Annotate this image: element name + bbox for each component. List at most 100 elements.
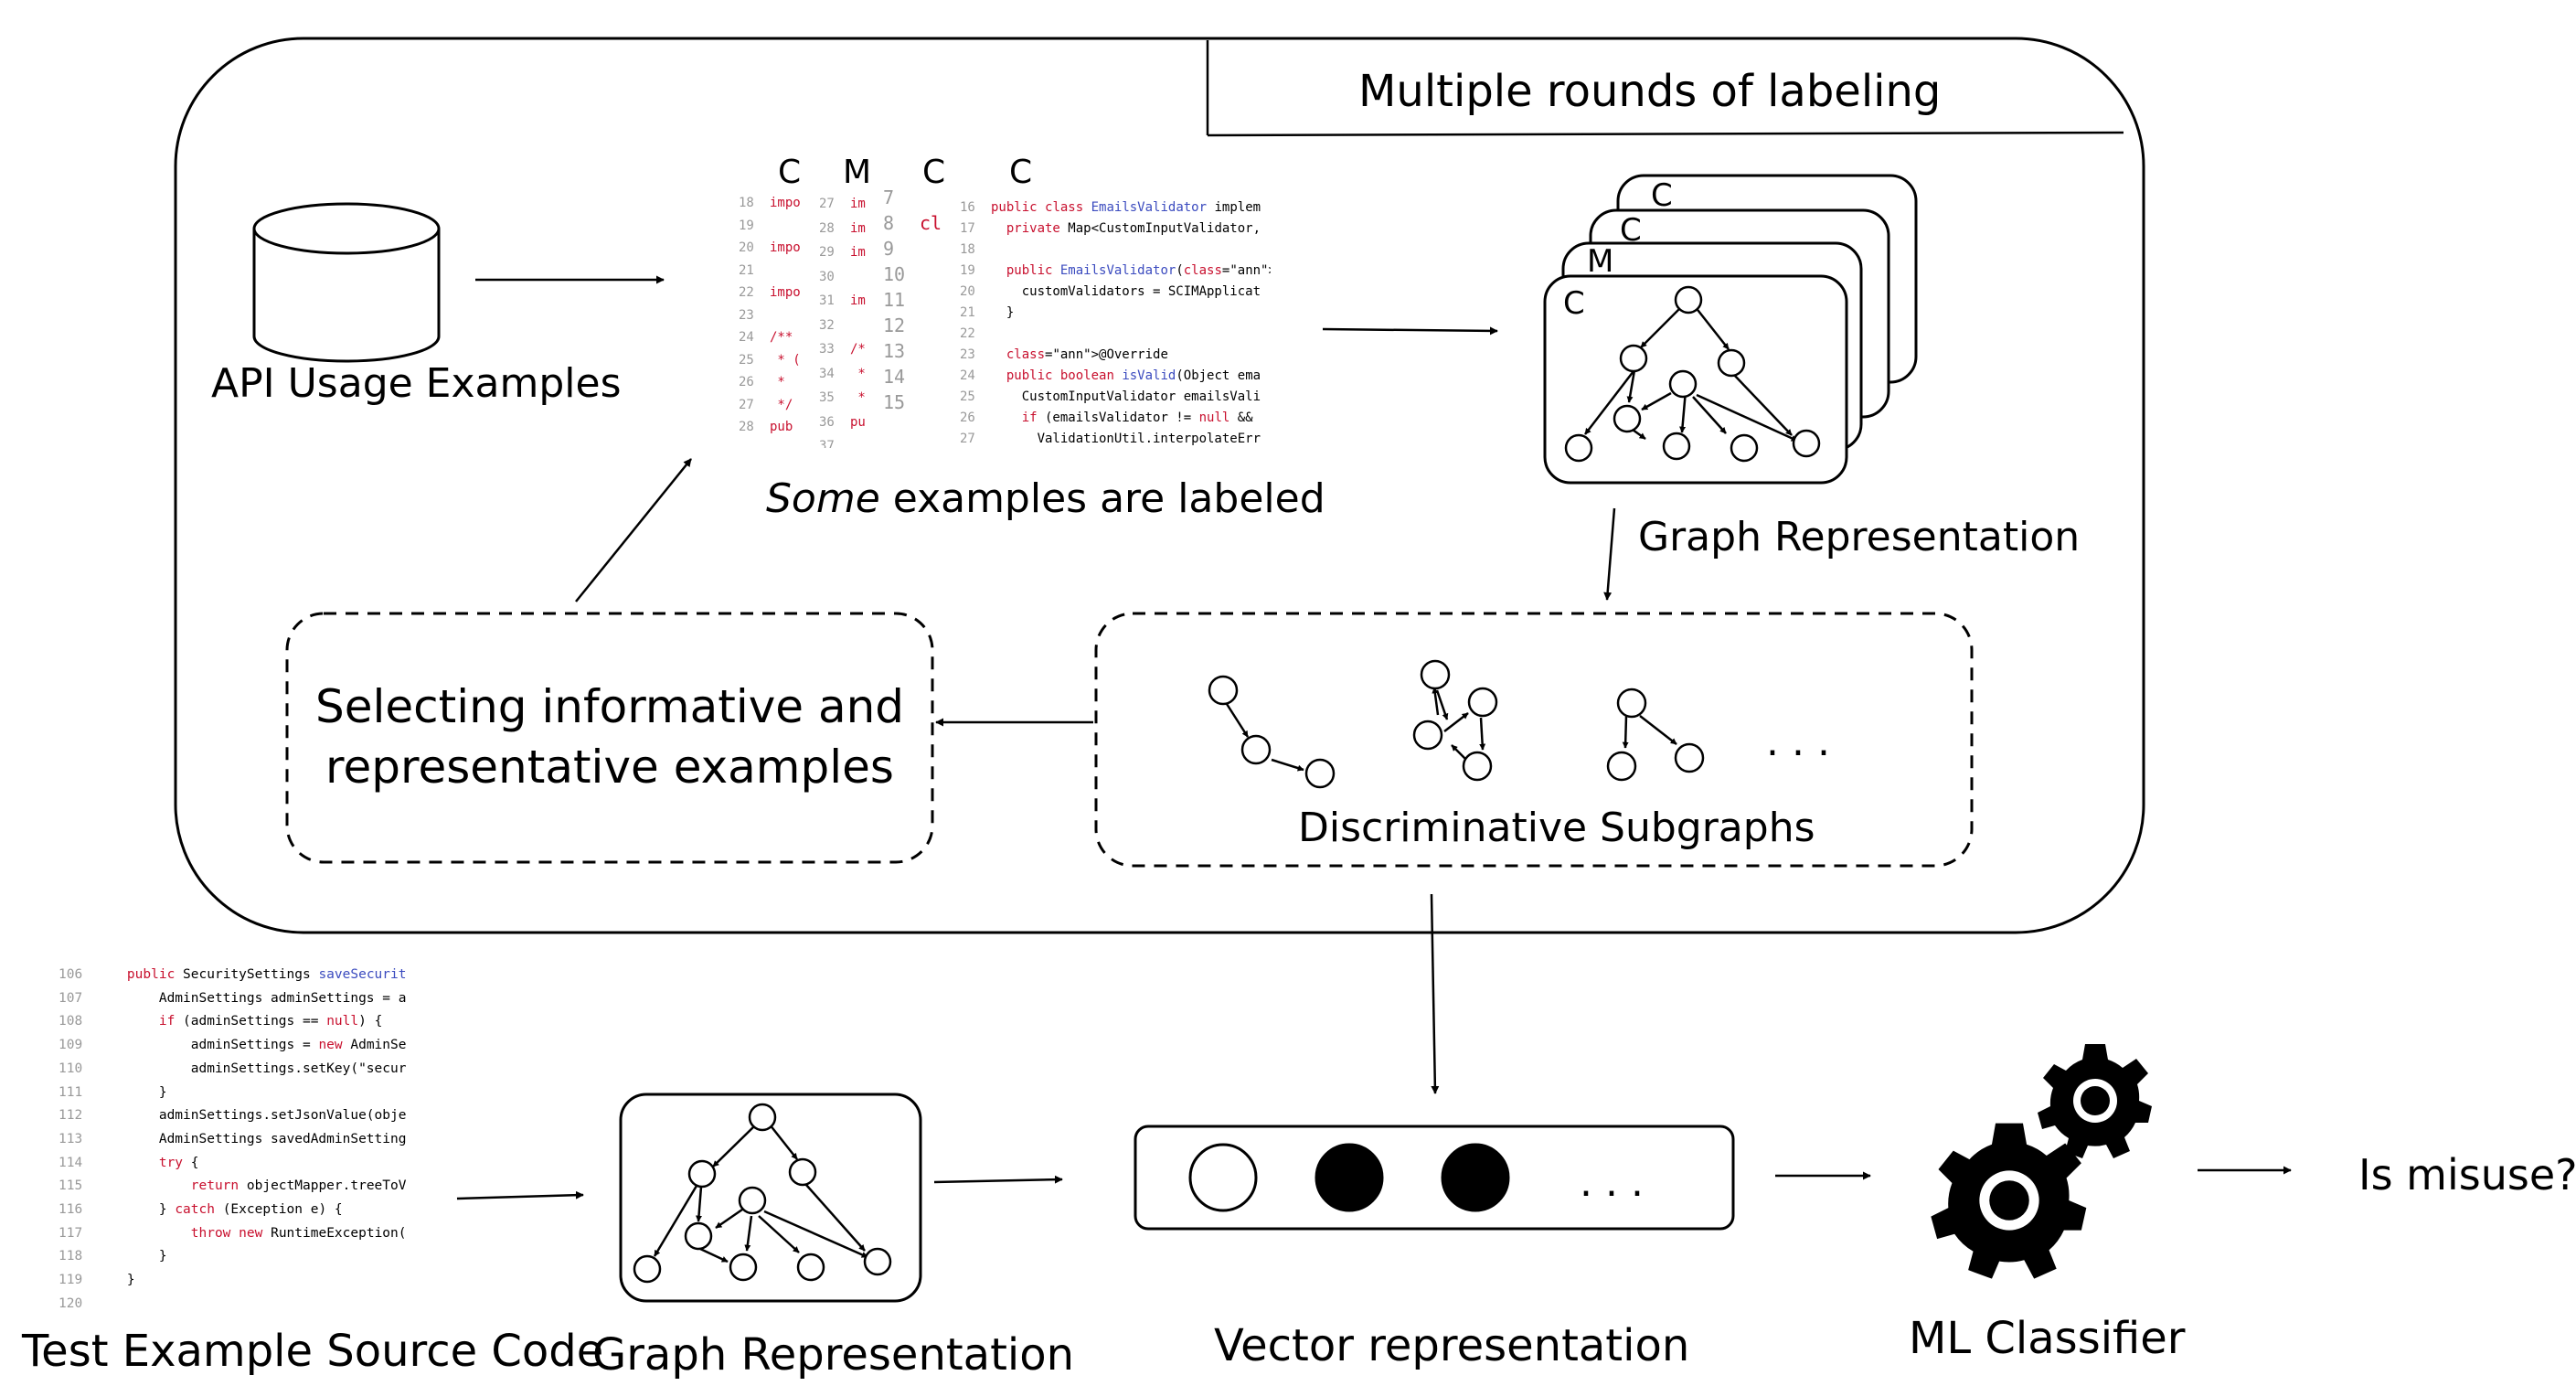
line-number: 35 xyxy=(819,390,835,405)
line-number: 114 xyxy=(59,1155,83,1170)
line-number: 25 xyxy=(960,389,975,404)
code-text: CustomInputValidator emailsVali xyxy=(991,389,1261,404)
code-text: */ xyxy=(770,397,793,412)
code-text: /* xyxy=(850,342,866,357)
arrow-selecting-to-code xyxy=(575,458,692,602)
line-number: 17 xyxy=(960,221,975,236)
line-number: 13 xyxy=(883,340,906,362)
line-number: 110 xyxy=(59,1061,83,1076)
code-line: 20 customValidators = SCIMApplicat xyxy=(960,282,1271,303)
code-text: public boolean isValid(Object ema xyxy=(1006,368,1261,383)
code-line: 21 } xyxy=(960,303,1271,324)
code-text: public SecuritySettings saveSecurit xyxy=(126,967,407,982)
line-number: 118 xyxy=(59,1249,83,1264)
code-text: * xyxy=(850,366,866,381)
code-line: 24 public boolean isValid(Object ema xyxy=(960,366,1271,387)
arrow-code-to-graphs xyxy=(1322,326,1498,336)
vector-cell-empty xyxy=(1188,1143,1258,1212)
line-number: 120 xyxy=(59,1295,83,1311)
line-number: 12 xyxy=(883,315,906,336)
line-number: 112 xyxy=(59,1108,83,1124)
code-line: 19 xyxy=(739,215,830,238)
code-line: 119 } xyxy=(59,1269,442,1293)
line-number: 113 xyxy=(59,1131,83,1146)
code-text: im xyxy=(850,293,866,308)
code-line: 33/* xyxy=(819,337,910,362)
code-line: 37 xyxy=(819,434,910,448)
code-line: 13 xyxy=(883,338,956,364)
code-label-4: C xyxy=(1009,154,1033,191)
code-text: throw new RuntimeException( xyxy=(190,1225,407,1241)
code-line: 23 class="ann">@Override xyxy=(960,345,1271,366)
labeling-loop-region xyxy=(174,37,2145,934)
code-line: 24/** xyxy=(739,326,830,349)
stack-label-1: C xyxy=(1651,177,1673,214)
subgraphs-box xyxy=(1094,612,1974,868)
round-title: Multiple rounds of labeling xyxy=(1358,66,1942,117)
code-line: 26 if (emailsValidator != null && xyxy=(960,408,1271,429)
code-text: customValidators = SCIMApplicat xyxy=(991,284,1261,299)
stack-label-4: C xyxy=(1563,285,1585,322)
code-label-2: M xyxy=(843,154,872,191)
code-line: 111 } xyxy=(59,1082,442,1105)
code-line: 22 xyxy=(960,324,1271,345)
code-line: 118 } xyxy=(59,1245,442,1269)
code-line: 35 * xyxy=(819,386,910,410)
line-number: 26 xyxy=(960,410,975,425)
code-line: 25 * ( xyxy=(739,349,830,372)
code-text: } xyxy=(95,1273,135,1288)
code-text: AdminSettings savedAdminSetting xyxy=(95,1131,407,1146)
code-line: 32 xyxy=(819,314,910,338)
code-text: return objectMapper.treeToV xyxy=(190,1178,407,1194)
code-line: 18 xyxy=(960,240,1271,261)
selecting-box xyxy=(285,612,934,864)
code-text: } xyxy=(991,305,1015,320)
result-label: Is misuse? xyxy=(2358,1150,2576,1199)
line-number: 23 xyxy=(960,347,975,362)
code-line: 14 xyxy=(883,364,956,389)
graph-card-stack xyxy=(1543,174,1918,485)
line-number: 19 xyxy=(739,218,754,233)
code-line: 17 private Map<CustomInputValidator, xyxy=(960,219,1271,240)
code-text: adminSettings = new AdminSe xyxy=(95,1038,407,1053)
code-line: 34 * xyxy=(819,362,910,387)
labeled-caption-rest: examples are labeled xyxy=(879,475,1325,522)
line-number: 27 xyxy=(960,432,975,446)
code-line: 109 adminSettings = new AdminSe xyxy=(59,1034,442,1058)
test-source-label: Test Example Source Code xyxy=(22,1326,604,1377)
code-text: AdminSettings adminSettings = a xyxy=(95,990,407,1006)
line-number: 18 xyxy=(739,196,754,210)
subgraph-1 xyxy=(1208,675,1336,789)
code-text: impo xyxy=(770,240,801,255)
line-number: 37 xyxy=(819,439,835,448)
gear-icon-small xyxy=(2038,1044,2152,1158)
line-number: 14 xyxy=(883,366,906,388)
vector-cell-filled xyxy=(1315,1143,1384,1212)
line-number: 31 xyxy=(819,293,835,308)
code-text: if (emailsValidator != null && xyxy=(1021,410,1253,425)
code-text: cl xyxy=(920,212,942,234)
code-line: 107 AdminSettings adminSettings = a xyxy=(59,987,442,1011)
code-text: im xyxy=(850,220,866,236)
code-line: 116 } catch (Exception e) { xyxy=(59,1199,442,1222)
code-line: 120 xyxy=(59,1293,442,1317)
line-number: 109 xyxy=(59,1038,83,1053)
graph-top xyxy=(1564,285,1821,463)
code-text: * xyxy=(770,375,785,389)
code-line: 11 xyxy=(883,287,956,313)
code-text: im xyxy=(850,197,866,211)
code-text: impo xyxy=(770,285,801,300)
line-number: 29 xyxy=(819,245,835,260)
header-divider-horizontal xyxy=(1207,131,2124,137)
code-line: 9 xyxy=(883,236,956,261)
selecting-line-2: representative examples xyxy=(325,741,894,794)
code-line: 21 xyxy=(739,260,830,283)
code-text: * ( xyxy=(770,352,801,368)
database-icon xyxy=(252,202,441,363)
line-number: 21 xyxy=(739,262,754,278)
